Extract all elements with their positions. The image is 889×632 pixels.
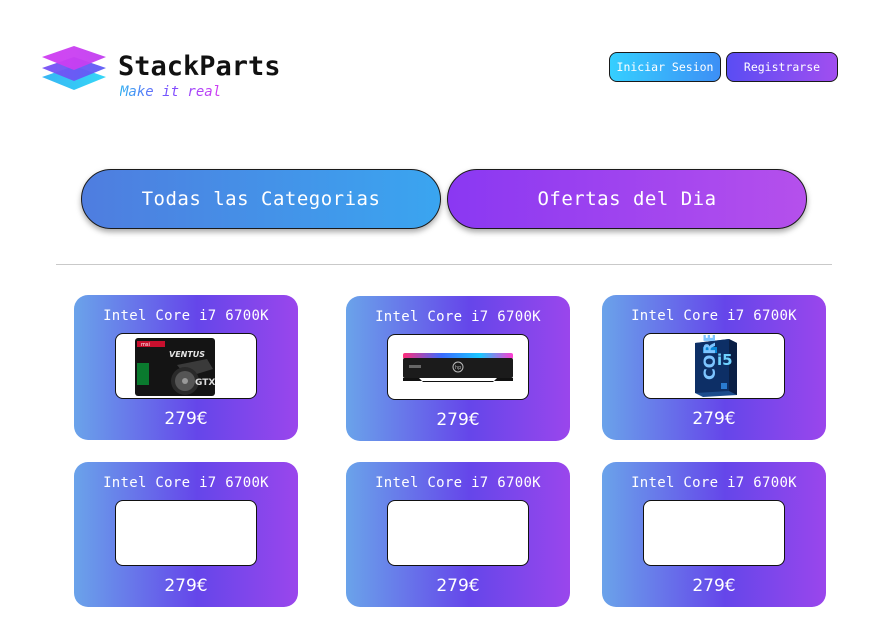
product-image[interactable] <box>115 500 257 566</box>
brand-slogan: Make it real <box>120 84 222 100</box>
product-card[interactable]: Intel Core i7 6700K msi VENTUS GTX 279€ <box>74 295 298 440</box>
product-image[interactable] <box>643 500 785 566</box>
stacked-layers-icon[interactable] <box>40 44 108 94</box>
product-image[interactable]: hp <box>387 334 529 400</box>
product-image[interactable]: msi VENTUS GTX <box>115 333 257 399</box>
product-image[interactable]: CORE i5 <box>643 333 785 399</box>
svg-text:VENTUS: VENTUS <box>169 350 205 359</box>
daily-deals-button[interactable]: Ofertas del Dia <box>447 169 807 229</box>
product-price: 279€ <box>692 409 736 429</box>
product-image[interactable] <box>387 500 529 566</box>
product-name: Intel Core i7 6700K <box>103 475 269 491</box>
svg-text:hp: hp <box>455 365 461 371</box>
product-card[interactable]: Intel Core i7 6700K 279€ <box>346 462 570 607</box>
product-price: 279€ <box>164 576 208 596</box>
product-name: Intel Core i7 6700K <box>375 309 541 325</box>
product-name: Intel Core i7 6700K <box>103 308 269 324</box>
section-divider <box>56 264 832 265</box>
svg-text:i5: i5 <box>717 351 733 369</box>
ram-module-image: hp <box>403 353 513 382</box>
graphics-card-image: msi VENTUS GTX <box>135 338 215 396</box>
product-price: 279€ <box>692 576 736 596</box>
product-price: 279€ <box>436 410 480 430</box>
product-card[interactable]: Intel Core i7 6700K CORE i5 279€ <box>602 295 826 440</box>
register-button[interactable]: Registrarse <box>726 52 838 82</box>
svg-text:GTX: GTX <box>195 378 215 388</box>
product-price: 279€ <box>436 576 480 596</box>
all-categories-button[interactable]: Todas las Categorias <box>81 169 441 229</box>
product-card[interactable]: Intel Core i7 6700K hp 279€ <box>346 296 570 441</box>
product-name: Intel Core i7 6700K <box>631 308 797 324</box>
product-card[interactable]: Intel Core i7 6700K 279€ <box>74 462 298 607</box>
brand-name[interactable]: StackParts <box>118 51 281 82</box>
product-card[interactable]: Intel Core i7 6700K 279€ <box>602 462 826 607</box>
svg-text:CORE: CORE <box>700 335 719 380</box>
login-button[interactable]: Iniciar Sesion <box>609 52 721 82</box>
cpu-box-image: CORE i5 <box>695 335 737 397</box>
product-name: Intel Core i7 6700K <box>375 475 541 491</box>
product-price: 279€ <box>164 409 208 429</box>
product-name: Intel Core i7 6700K <box>631 475 797 491</box>
svg-text:msi: msi <box>141 342 150 348</box>
